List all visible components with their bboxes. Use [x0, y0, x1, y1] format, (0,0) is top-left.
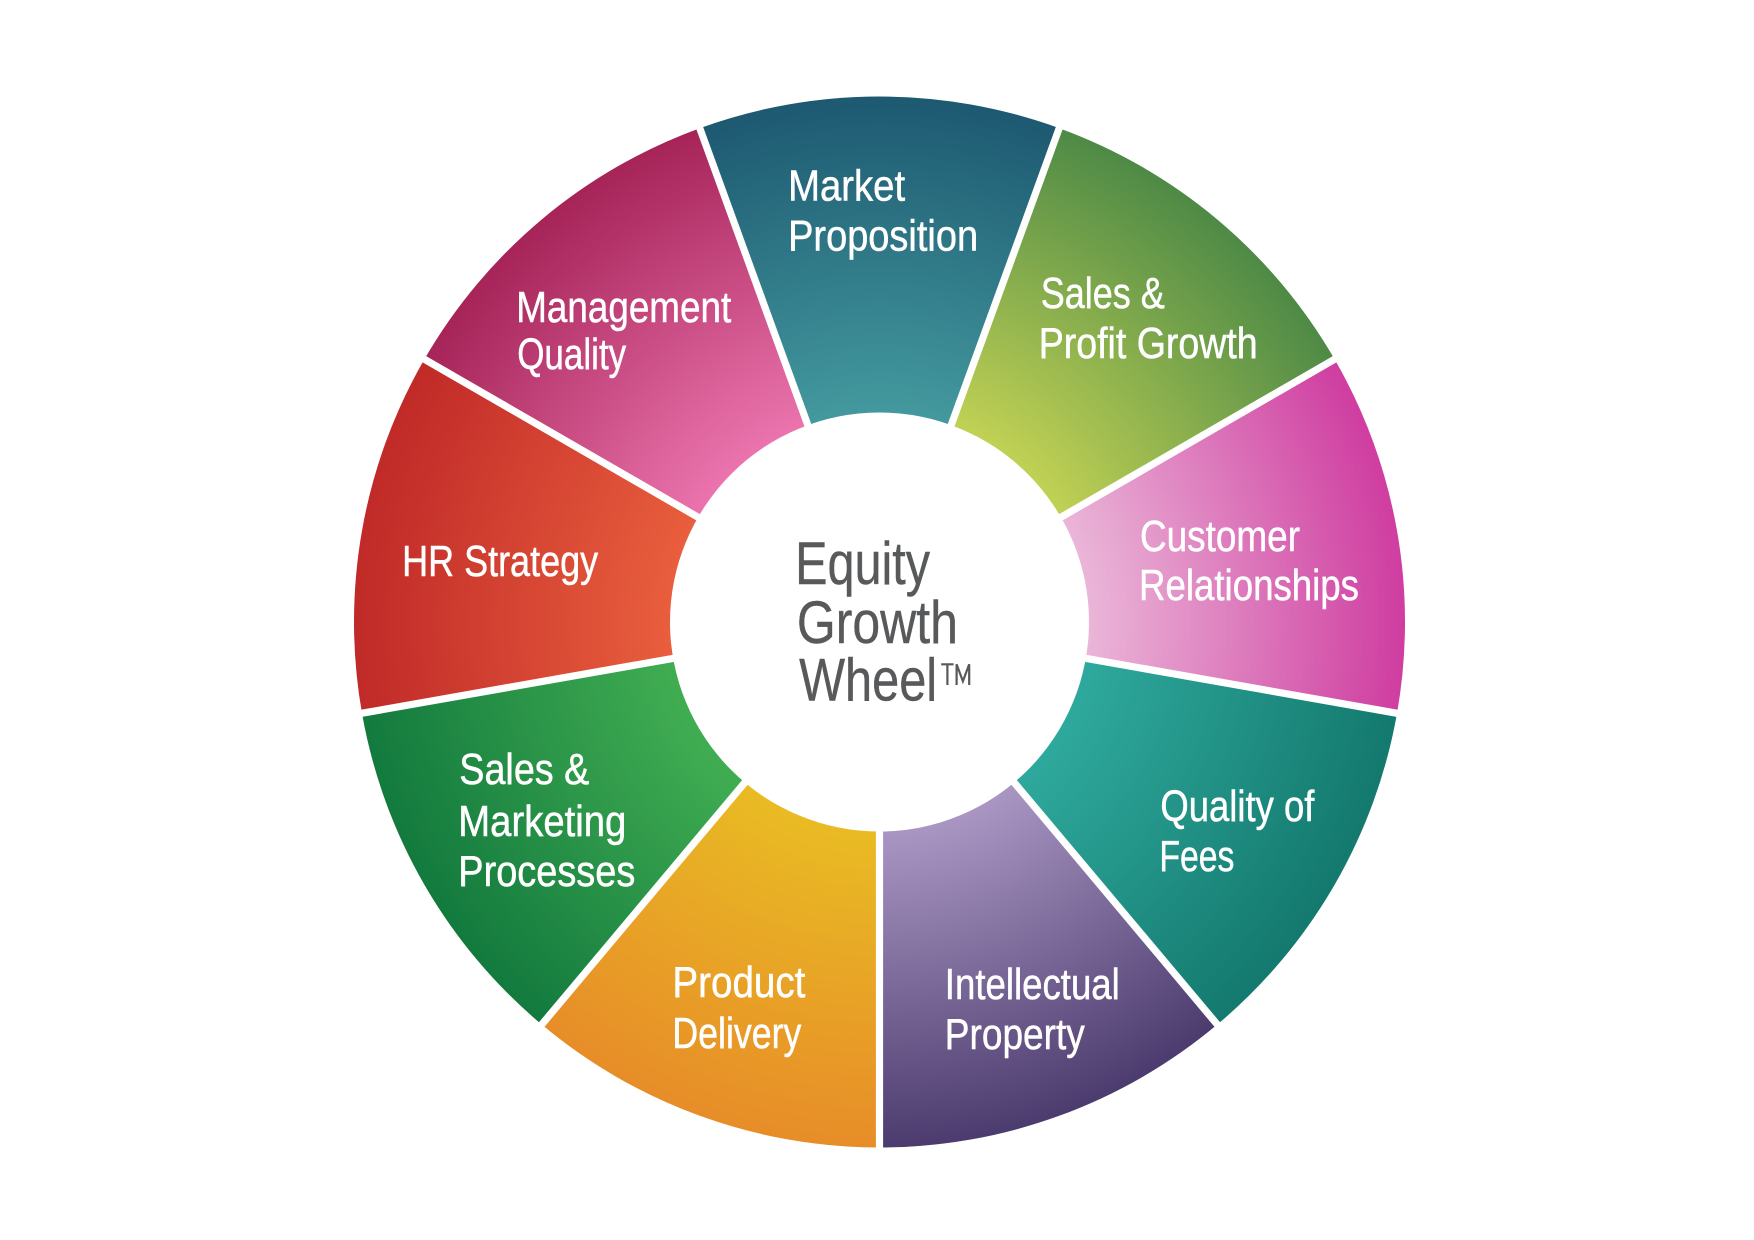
svg-text:Management: Management [516, 283, 731, 332]
svg-text:Sales &: Sales & [1041, 269, 1165, 318]
svg-text:Market: Market [788, 162, 905, 211]
svg-text:Processes: Processes [458, 847, 635, 896]
svg-text:Relationships: Relationships [1139, 561, 1359, 610]
svg-text:Wheel: Wheel [799, 647, 937, 714]
svg-text:Proposition: Proposition [788, 212, 978, 261]
svg-text:Quality: Quality [517, 330, 626, 379]
svg-text:Customer: Customer [1140, 512, 1300, 561]
svg-text:Fees: Fees [1159, 832, 1234, 881]
svg-text:Property: Property [945, 1010, 1085, 1059]
svg-text:HR Strategy: HR Strategy [402, 537, 598, 586]
svg-text:Quality of: Quality of [1160, 782, 1315, 831]
svg-text:Equity: Equity [795, 530, 930, 597]
svg-text:Delivery: Delivery [672, 1009, 801, 1058]
svg-text:Profit Growth: Profit Growth [1039, 319, 1258, 368]
svg-text:Sales &: Sales & [459, 745, 589, 794]
svg-text:Marketing: Marketing [458, 797, 626, 846]
svg-text:Intellectual: Intellectual [945, 960, 1120, 1009]
svg-text:Growth: Growth [797, 589, 958, 656]
svg-text:Product: Product [672, 958, 805, 1007]
